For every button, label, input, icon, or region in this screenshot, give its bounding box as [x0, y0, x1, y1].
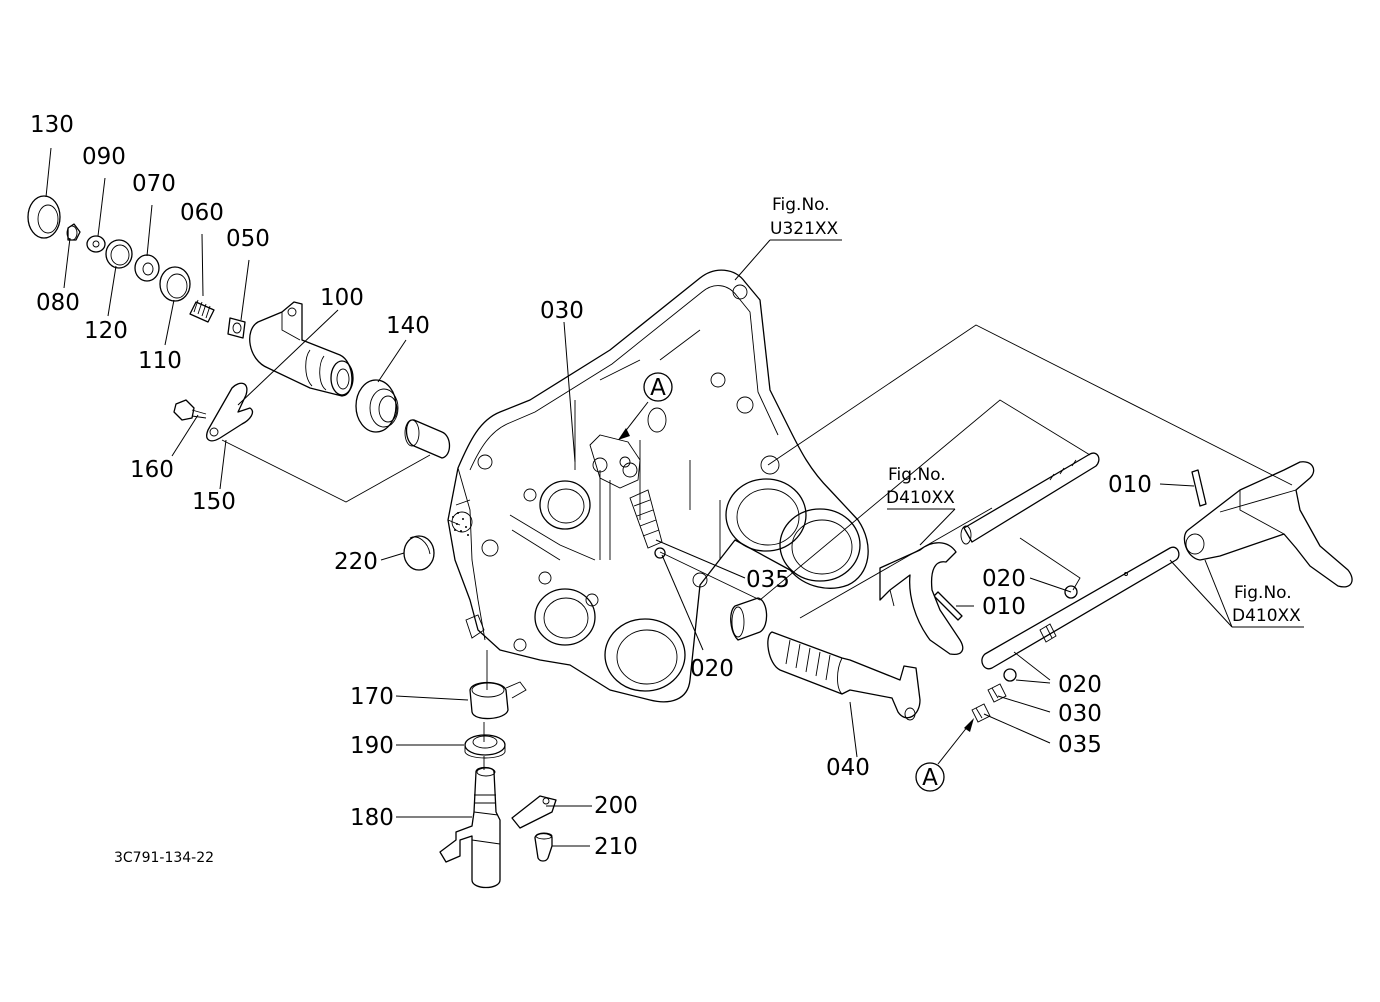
callout-120: 120 — [84, 318, 128, 344]
callout-100: 100 — [320, 285, 364, 311]
part-010-pin-top — [1191, 469, 1207, 507]
callout-050: 050 — [226, 226, 270, 252]
callout-060: 060 — [180, 200, 224, 226]
view-marker-upper: A — [618, 372, 673, 440]
figure-ref-right-line1: Fig.No. — [1234, 583, 1292, 603]
part-180-shaft — [439, 766, 501, 889]
figure-ref-right-line2: D410XX — [1232, 606, 1301, 626]
callout-130: 130 — [30, 112, 74, 138]
lower-shaft — [981, 546, 1180, 670]
figure-ref-top: Fig.No. U321XX — [770, 195, 839, 239]
callout-020-right: 020 — [982, 566, 1026, 592]
part-200-plate — [511, 795, 557, 829]
part-050-washer — [227, 317, 246, 339]
callout-035-low: 035 — [1058, 732, 1102, 758]
part-collar — [404, 419, 451, 459]
part-160-bolt — [173, 399, 207, 421]
part-120-snap-ring — [105, 239, 133, 269]
view-marker-lower: A — [915, 718, 974, 792]
view-marker-upper-label: A — [650, 375, 666, 401]
part-090-washer — [86, 235, 106, 253]
callout-040: 040 — [826, 755, 870, 781]
callout-010-top: 010 — [1108, 472, 1152, 498]
part-140-bearing — [355, 379, 399, 433]
part-150-shift-fork — [206, 382, 254, 442]
diagram-id: 3C791-134-22 — [114, 850, 214, 866]
callouts: 130 090 070 060 050 080 120 110 100 140 … — [30, 112, 1152, 860]
part-040-shift-arm — [767, 631, 921, 721]
transmission-case — [447, 269, 869, 703]
figure-ref-right: Fig.No. D410XX — [1232, 583, 1301, 626]
callout-150: 150 — [192, 489, 236, 515]
mid-shaft — [960, 452, 1100, 545]
callout-010-mid: 010 — [982, 594, 1026, 620]
callout-190: 190 — [350, 733, 394, 759]
part-080-plug — [66, 223, 81, 241]
casting-texture — [452, 512, 469, 536]
part-030-035-spring-upper — [629, 489, 666, 559]
callout-160: 160 — [130, 457, 174, 483]
view-marker-lower-label: A — [922, 765, 938, 791]
callout-030-top: 030 — [540, 298, 584, 324]
assembly-lines — [221, 324, 1293, 770]
part-070-washer — [134, 254, 160, 282]
callout-070: 070 — [132, 171, 176, 197]
figure-ref-mid: Fig.No. D410XX — [886, 465, 955, 508]
callout-180: 180 — [350, 805, 394, 831]
figure-ref-mid-line2: D410XX — [886, 488, 955, 508]
part-010-pin-mid — [933, 591, 963, 621]
part-220-plug — [403, 535, 435, 571]
callout-200: 200 — [594, 793, 638, 819]
part-collar-mid — [730, 597, 768, 641]
callout-020-mid: 020 — [690, 656, 734, 682]
figure-ref-mid-line1: Fig.No. — [888, 465, 946, 485]
callout-035-mid: 035 — [746, 567, 790, 593]
part-190-bearing — [464, 734, 506, 759]
callout-140: 140 — [386, 313, 430, 339]
part-170-sleeve — [469, 681, 527, 720]
shift-fork-mid — [879, 542, 964, 656]
part-100-shift-shaft — [249, 301, 354, 397]
callout-080: 080 — [36, 290, 80, 316]
part-210-bolt — [534, 832, 553, 862]
figure-ref-top-line1: Fig.No. — [772, 195, 830, 215]
callout-020-low: 020 — [1058, 672, 1102, 698]
figure-ref-top-line2: U321XX — [770, 219, 839, 239]
leader-lines — [45, 147, 1304, 847]
callout-210: 210 — [594, 834, 638, 860]
part-110-bearing — [159, 266, 191, 302]
callout-090: 090 — [82, 144, 126, 170]
part-060-spring — [189, 299, 215, 323]
callout-170: 170 — [350, 684, 394, 710]
callout-220: 220 — [334, 549, 378, 575]
callout-110: 110 — [138, 348, 182, 374]
shift-fork-right — [1183, 461, 1353, 588]
part-020-030-035-lower — [971, 585, 1078, 723]
part-130-oil-seal — [27, 195, 61, 239]
callout-030-low: 030 — [1058, 701, 1102, 727]
